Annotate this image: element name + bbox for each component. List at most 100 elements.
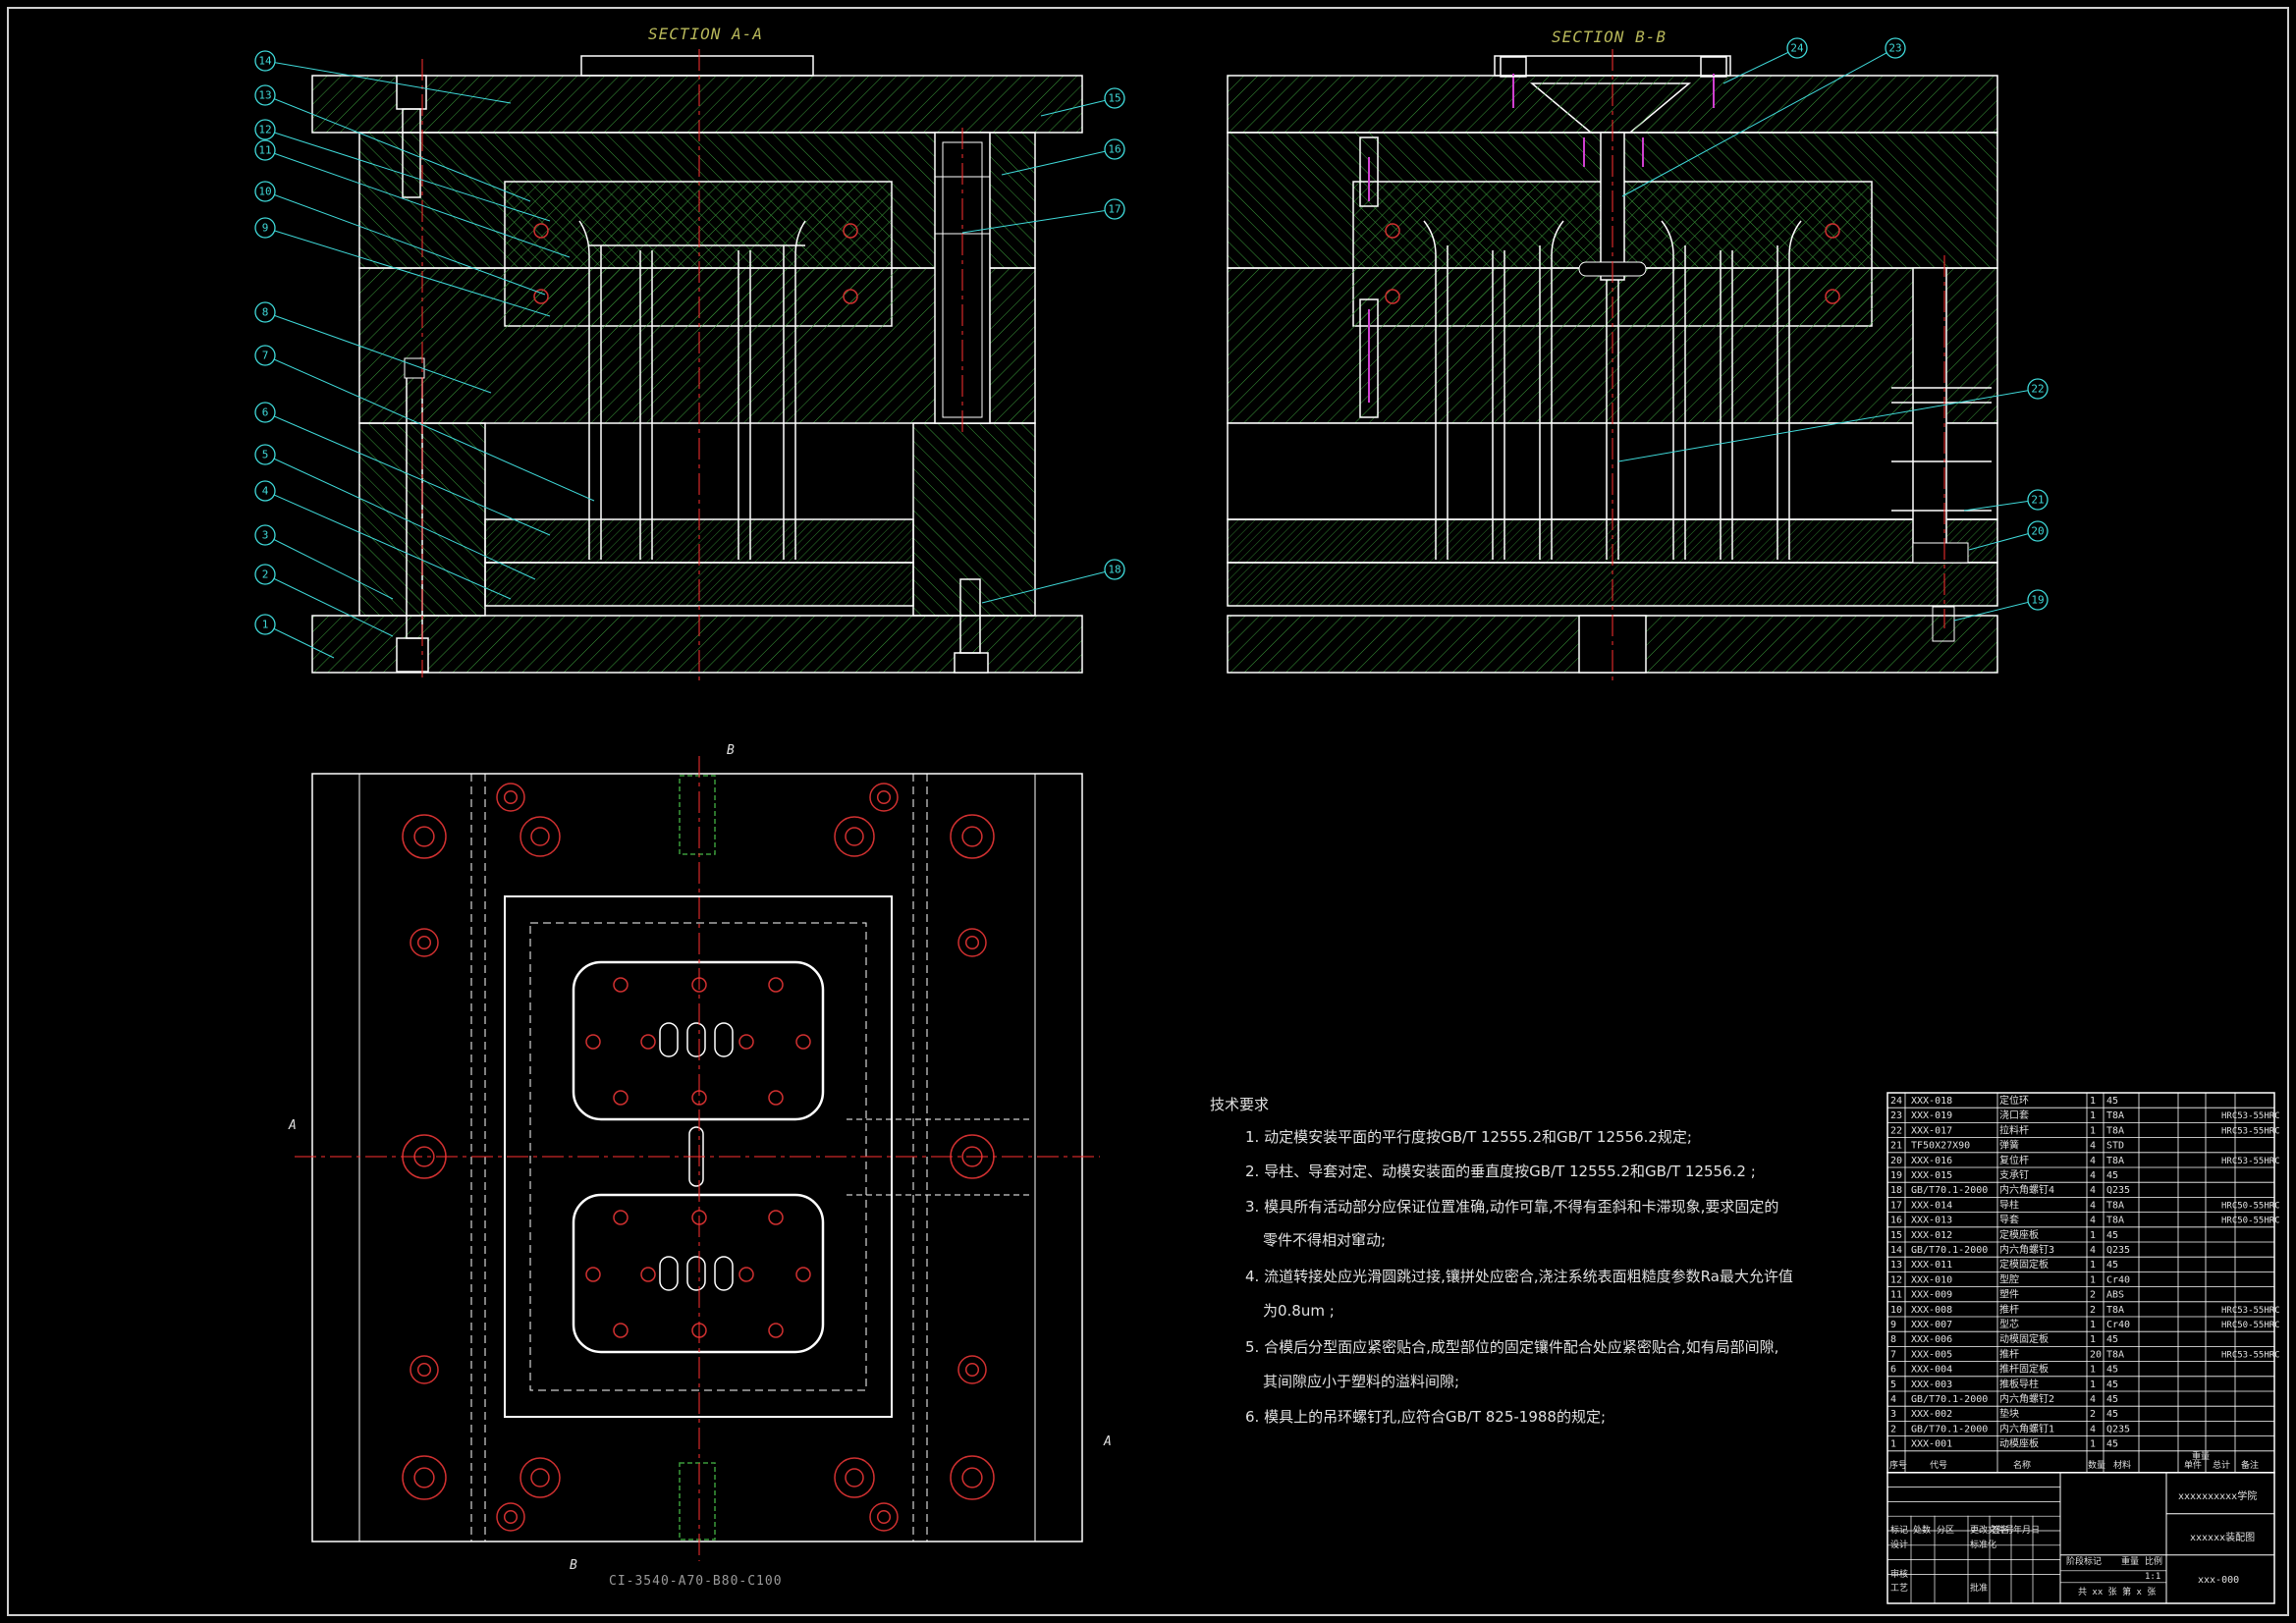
- balloon-5: 5: [262, 449, 269, 461]
- bom-cell: 动模座板: [1999, 1437, 2039, 1450]
- plan-outline: [311, 773, 1083, 1542]
- requirement-line: 零件不得相对窜动;: [1263, 1231, 1386, 1249]
- bom-cell: XXX-008: [1911, 1305, 1952, 1316]
- bom-cell: 导套: [1999, 1214, 2019, 1226]
- bom-cell: 1: [2090, 1230, 2096, 1241]
- cavity-1: [572, 960, 825, 1121]
- bom-cell: 18: [1890, 1185, 1902, 1196]
- bom-cell: 4: [2090, 1170, 2096, 1181]
- bom-cell: XXX-001: [1911, 1439, 1952, 1450]
- bom-cell: 2: [2090, 1305, 2096, 1316]
- balloon-13: 13: [258, 89, 271, 102]
- bom-header-cell: 代号: [1930, 1460, 1947, 1471]
- bom-header-cell: 备注: [2241, 1459, 2259, 1471]
- title-block-label: 比例: [2145, 1555, 2162, 1567]
- balloon-19: 19: [2031, 594, 2044, 607]
- bom-cell: T8A: [2106, 1156, 2124, 1166]
- bom-cell: XXX-002: [1911, 1409, 1952, 1420]
- bom-cell: 1: [2090, 1096, 2096, 1107]
- bom-cell: HRC50-55HRC: [2221, 1217, 2280, 1226]
- title-block-label: 标记: [1890, 1524, 1908, 1536]
- bom-cell: XXX-007: [1911, 1320, 1952, 1330]
- cavity-2: [572, 1193, 825, 1354]
- bom-cell: 14: [1890, 1245, 1902, 1256]
- section-mark-a-left: A: [288, 1118, 297, 1133]
- bom-cell: 内六角螺钉4: [1999, 1183, 2054, 1196]
- bom-cell: 4: [2090, 1156, 2096, 1166]
- balloon-15: 15: [1108, 92, 1121, 105]
- bom-cell: 1: [2090, 1320, 2096, 1330]
- bom-cell: 22: [1890, 1125, 1902, 1136]
- title-block-label: 年月日: [2013, 1524, 2040, 1536]
- section-b-title: SECTION B-B: [1552, 27, 1667, 46]
- bom-cell: 1: [2090, 1365, 2096, 1376]
- spacer-block-right: [912, 422, 1036, 617]
- bom-cell: 内六角螺钉3: [1999, 1243, 2054, 1256]
- bom-header-cell: 单件: [2184, 1459, 2202, 1471]
- title-block-label: 审核: [1890, 1568, 1908, 1580]
- top-clamp-plate: [311, 75, 1083, 134]
- bom-cell: 4: [2090, 1424, 2096, 1434]
- bom-cell: HRC53-55HRC: [2221, 1111, 2280, 1121]
- bom-cell: 45: [2106, 1170, 2118, 1181]
- requirement-line: 1. 动定模安装平面的平行度按GB/T 12555.2和GB/T 12556.2…: [1245, 1128, 1692, 1146]
- requirement-line: 为0.8um ;: [1263, 1302, 1335, 1320]
- balloon-17: 17: [1108, 203, 1121, 216]
- bom-cell: T8A: [2106, 1216, 2124, 1226]
- bom-cell: HRC53-55HRC: [2221, 1350, 2280, 1360]
- balloon-21: 21: [2031, 494, 2044, 507]
- bom-header-cell: 总计: [2213, 1459, 2230, 1471]
- bom-cell: HRC53-55HRC: [2221, 1306, 2280, 1316]
- bom-cell: XXX-017: [1911, 1125, 1952, 1136]
- bom-cell: T8A: [2106, 1110, 2124, 1121]
- bom-cell: 45: [2106, 1380, 2118, 1390]
- drawing-number: xxx-000: [2198, 1575, 2239, 1586]
- bom-cell: 4: [1890, 1394, 1896, 1405]
- bom-cell: 9: [1890, 1320, 1896, 1330]
- bom-cell: HRC50-55HRC: [2221, 1201, 2280, 1211]
- bom-cell: 1: [2090, 1125, 2096, 1136]
- bom-cell: 1: [2090, 1110, 2096, 1121]
- bom-cell: 45: [2106, 1096, 2118, 1107]
- bom-cell: 动模固定板: [1999, 1332, 2049, 1345]
- balloon-6: 6: [262, 406, 269, 419]
- bom-cell: GB/T70.1-2000: [1911, 1185, 1988, 1196]
- bom-cell: 推板导柱: [1999, 1378, 2039, 1390]
- bom-cell: 复位杆: [1999, 1154, 2029, 1166]
- bom-cell: 12: [1890, 1274, 1902, 1285]
- bom-cell: 20: [2090, 1349, 2102, 1360]
- bom-cell: 23: [1890, 1110, 1902, 1121]
- bom-cell: 13: [1890, 1260, 1902, 1271]
- balloon-11: 11: [258, 144, 271, 157]
- bom-cell: T8A: [2106, 1349, 2124, 1360]
- bom-cell: XXX-013: [1911, 1216, 1952, 1226]
- balloon-4: 4: [262, 485, 269, 498]
- bom-cell: XXX-011: [1911, 1260, 1952, 1271]
- bom-cell: T8A: [2106, 1125, 2124, 1136]
- section-b-view: SECTION B-B: [1227, 27, 1998, 682]
- title-block-label: 分区: [1937, 1525, 1954, 1536]
- bom-cell: 45: [2106, 1409, 2118, 1420]
- bom-cell: 1: [2090, 1260, 2096, 1271]
- bom-cell: Q235: [2106, 1424, 2130, 1434]
- bom-cell: 导柱: [1999, 1198, 2019, 1211]
- bom-cell: 45: [2106, 1230, 2118, 1241]
- bom-cell: 4: [2090, 1141, 2096, 1152]
- bom-cell: XXX-015: [1911, 1170, 1952, 1181]
- core-plate: [358, 267, 1036, 424]
- bom-cell: 型芯: [1999, 1318, 2019, 1330]
- bom-cell: Q235: [2106, 1185, 2130, 1196]
- bom-cell: 1: [2090, 1274, 2096, 1285]
- sheet-info: 共 xx 张 第 x 张: [2078, 1586, 2156, 1597]
- bom-cell: Cr40: [2106, 1320, 2130, 1330]
- title-block-label: 签名: [1992, 1524, 2009, 1536]
- requirement-line: 其间隙应小于塑料的溢料间隙;: [1263, 1373, 1459, 1390]
- bom-cell: 21: [1890, 1141, 1902, 1152]
- bom-cell: XXX-018: [1911, 1096, 1952, 1107]
- bom-cell: 1: [2090, 1334, 2096, 1345]
- balloon-18: 18: [1108, 564, 1121, 576]
- bom-cell: 弹簧: [1999, 1139, 2019, 1152]
